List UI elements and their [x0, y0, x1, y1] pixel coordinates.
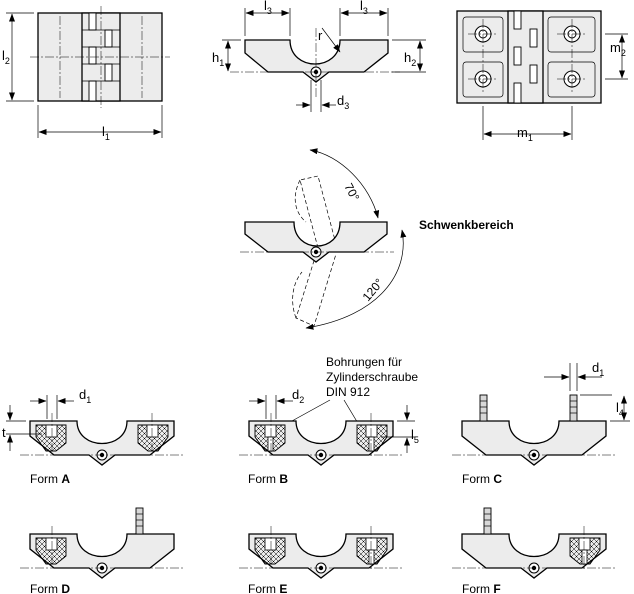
form-f-drawing	[452, 507, 616, 579]
bore-callout: Bohrungen für Zylinderschraube DIN 912	[271, 355, 418, 433]
dim-m1: m1	[517, 125, 533, 143]
form-e-label: Form E	[248, 582, 287, 594]
front-view	[6, 6, 170, 138]
dim-m2: m2	[610, 40, 626, 58]
side-view	[222, 8, 426, 112]
dim-r: r	[318, 28, 323, 43]
swing-range-title: Schwenkbereich	[419, 218, 514, 232]
dim-l3-left: l3	[264, 0, 272, 16]
form-a-dim-d1: d1	[79, 387, 91, 405]
form-d-label: Form D	[30, 582, 70, 594]
form-c-dim-l4: l4	[616, 400, 624, 418]
form-c-drawing	[452, 363, 630, 466]
form-b-dim-d2: d2	[292, 387, 304, 405]
callout-line-2: Zylinderschraube	[326, 370, 418, 384]
dim-l2: l2	[2, 48, 10, 66]
form-e-drawing	[239, 526, 403, 579]
swing-range-view	[240, 148, 407, 330]
form-b-dim-l5: l5	[411, 427, 419, 445]
dim-d3: d3	[337, 93, 349, 111]
dim-l1: l1	[102, 124, 110, 142]
callout-line-3: DIN 912	[326, 385, 370, 399]
form-a-dim-t: t	[2, 425, 6, 440]
dim-h1: h1	[212, 50, 224, 68]
dim-h2: h2	[404, 50, 416, 68]
swing-angle-up: 70°	[341, 181, 362, 204]
form-a-label: Form A	[30, 472, 70, 486]
form-c-label: Form C	[462, 472, 502, 486]
form-c-dim-d1: d1	[592, 360, 604, 378]
form-b-label: Form B	[248, 472, 288, 486]
form-b-drawing	[239, 395, 415, 466]
mounting-face-view	[456, 10, 628, 140]
form-a-drawing	[6, 395, 184, 466]
form-f-label: Form F	[462, 582, 501, 594]
form-d-drawing	[20, 507, 184, 579]
callout-line-1: Bohrungen für	[326, 355, 402, 369]
dim-l3-right: l3	[360, 0, 368, 16]
swing-angle-down: 120°	[360, 276, 387, 304]
